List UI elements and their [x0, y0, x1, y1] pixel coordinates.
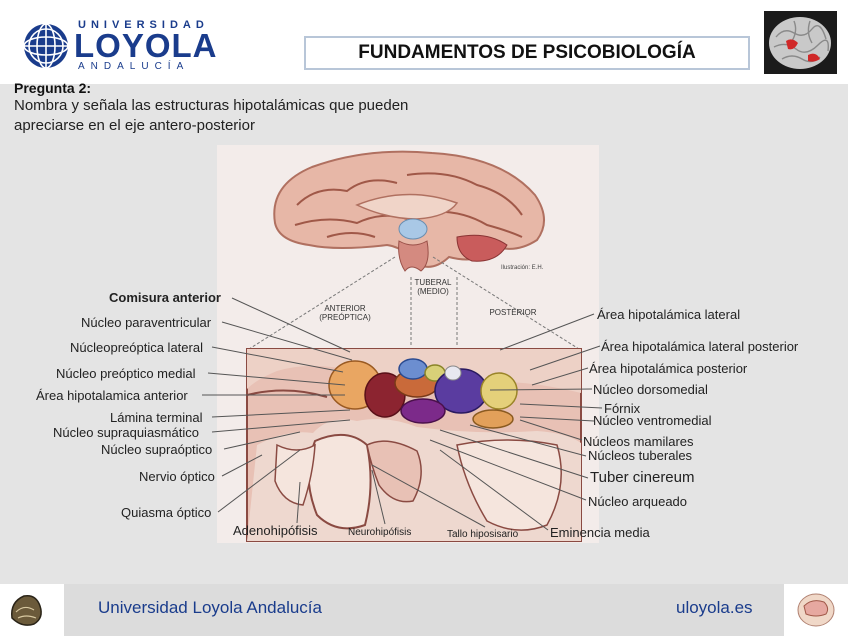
region-anterior-sub: (PREÓPTICA) — [319, 313, 371, 322]
label-lamina-terminal: Lámina terminal — [110, 410, 203, 425]
logo-name: LOYOLA — [74, 27, 218, 64]
brain-icon — [769, 17, 831, 69]
question-text: Nombra y señala las estructuras hipotalá… — [14, 97, 409, 134]
hypothalamus-detail — [246, 348, 582, 542]
region-posterior: POSTERIOR — [489, 308, 536, 317]
label-nucleo-supraoptico: Núcleo supraóptico — [101, 442, 213, 457]
footer-university-name: Universidad Loyola Andalucía — [98, 598, 322, 617]
question-title: Pregunta 2: — [14, 80, 92, 96]
logo-bottom-text: ANDALUCÍA — [78, 61, 190, 72]
globe-icon — [23, 23, 69, 69]
footer-band — [64, 584, 784, 636]
brain-sketch-icon — [11, 594, 42, 626]
label-neurohipofisis: Neurohipófisis — [348, 527, 412, 538]
label-nucleo-arqueado: Núcleo arqueado — [588, 494, 688, 509]
illustration-credit: Ilustración: E.H. — [501, 265, 544, 271]
footer-website-link[interactable]: uloyola.es — [676, 598, 753, 617]
label-area-hipotalamica-lateral-posterior: Área hipotalámica lateral posterior — [601, 339, 799, 354]
region-tuberal: TUBERAL — [415, 278, 452, 287]
brain-thumbnail — [764, 11, 837, 74]
label-tallo-hiposisario: Tallo hiposisario — [447, 529, 519, 540]
hypothalamus-illustration: Ilustración: E.H. ANTERIOR (PREÓPTICA) T… — [246, 150, 582, 542]
label-nucleo-ventromedial: Núcleo ventromedial — [593, 413, 712, 428]
label-eminencia-media: Eminencia media — [550, 525, 650, 540]
header: UNIVERSIDAD LOYOLA ANDALUCÍA FUNDAMENTOS… — [0, 0, 848, 84]
region-anterior: ANTERIOR — [324, 304, 366, 313]
hypothalamus-figure: Ilustración: E.H. ANTERIOR (PREÓPTICA) T… — [217, 145, 599, 543]
footer-left-icon — [6, 588, 46, 632]
label-fornix: Fórnix — [604, 401, 641, 416]
logo-top-text: UNIVERSIDAD — [78, 19, 209, 31]
label-area-hipotalamica-lateral: Área hipotalámica lateral — [597, 307, 741, 322]
label-area-hipotalamica-anterior: Área hipotalamica anterior — [36, 388, 188, 403]
label-nucleos-tuberales: Núcleos tuberales — [588, 448, 693, 463]
university-logo[interactable]: UNIVERSIDAD LOYOLA ANDALUCÍA — [22, 18, 222, 72]
label-comisura-anterior: Comisura anterior — [109, 290, 221, 305]
label-area-hipotalamica-posterior: Área hipotalámica posterior — [589, 361, 748, 376]
label-nucleo-supraquiasmatico: Núcleo supraquiasmático — [53, 425, 199, 440]
label-nucleo-paraventricular: Núcleo paraventricular — [81, 315, 212, 330]
label-nucleo-preoptica-lateral: Núcleopreóptica lateral — [70, 340, 203, 355]
label-nucleo-dorsomedial: Núcleo dorsomedial — [593, 382, 708, 397]
region-tuberal-sub: (MEDIO) — [417, 287, 449, 296]
label-quiasma-optico: Quiasma óptico — [121, 505, 212, 520]
head-brain-icon — [797, 593, 835, 627]
label-nucleo-preoptico-medial: Núcleo preóptico medial — [56, 366, 196, 381]
page-title: FUNDAMENTOS DE PSICOBIOLOGÍA — [304, 36, 750, 70]
footer-right-icon — [792, 588, 840, 632]
brain-sagittal-drawing: Ilustración: E.H. — [273, 150, 545, 272]
label-adenohipofisis: Adenohipófisis — [233, 523, 318, 538]
label-nucleos-mamilares: Núcleos mamilares — [583, 434, 694, 449]
label-tuber-cinereum: Tuber cinereum — [590, 469, 695, 486]
label-nervio-optico: Nervio óptico — [139, 469, 215, 484]
